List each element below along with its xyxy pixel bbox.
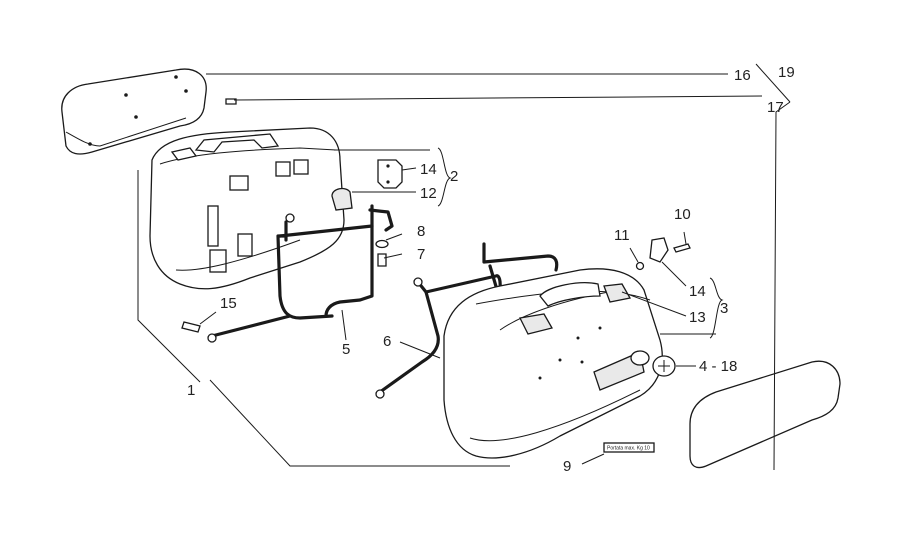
right-nut xyxy=(635,261,645,271)
left-frame xyxy=(207,204,394,343)
label-8: 8 xyxy=(417,223,425,240)
label-19: 19 xyxy=(778,64,795,81)
case-hook-plate xyxy=(377,159,403,189)
leader-lines xyxy=(137,63,791,471)
washer-and-bolt xyxy=(375,239,389,267)
label-4-18: 4 - 18 xyxy=(699,358,737,375)
label-11: 11 xyxy=(614,227,630,244)
left-case xyxy=(149,127,345,290)
label-14-right: 14 xyxy=(689,283,706,300)
badge-emblem xyxy=(652,355,676,377)
label-1: 1 xyxy=(187,382,195,399)
label-13: 13 xyxy=(689,309,706,326)
label-3: 3 xyxy=(720,300,728,317)
max-load-plate-text: Portata max. Kg 10 xyxy=(607,446,650,452)
label-2: 2 xyxy=(450,168,458,185)
left-lid-cover xyxy=(61,68,207,155)
label-16: 16 xyxy=(734,67,751,84)
label-5: 5 xyxy=(342,341,350,358)
case-latch-knob xyxy=(331,187,353,211)
right-hook-plate xyxy=(649,237,669,263)
right-case xyxy=(443,268,663,459)
label-12: 12 xyxy=(420,185,437,202)
label-17: 17 xyxy=(767,99,784,116)
part-labels: 1 2 3 4 - 18 5 6 7 8 9 10 11 12 13 14 14… xyxy=(187,64,795,475)
max-load-plate: Portata max. Kg 10 xyxy=(603,442,655,453)
label-10: 10 xyxy=(674,206,691,223)
label-15: 15 xyxy=(220,295,237,312)
left-frame-bolt xyxy=(181,321,201,333)
right-screw xyxy=(673,243,691,253)
right-lid-cover xyxy=(689,360,841,469)
label-14-top: 14 xyxy=(420,161,437,178)
label-9: 9 xyxy=(563,458,571,475)
label-6: 6 xyxy=(383,333,391,350)
label-7: 7 xyxy=(417,246,425,263)
lid-screw xyxy=(225,98,237,105)
